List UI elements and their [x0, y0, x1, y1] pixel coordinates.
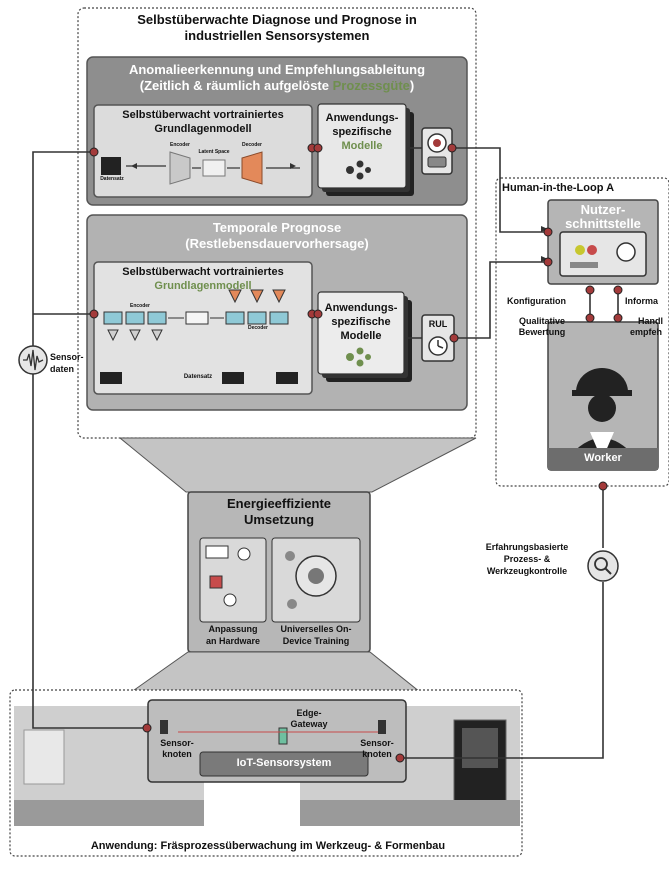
anomaly-app-models-line2: spezifische	[318, 126, 406, 139]
temporal-title-line2: (Restlebensdauervorhersage)	[87, 237, 467, 252]
funnel-top	[120, 438, 476, 492]
bottom-caption: Anwendung: Fräsprozessüberwachung im Wer…	[14, 840, 522, 853]
anomaly-foundation-title-line2: Grundlagenmodell	[94, 123, 312, 136]
temporal-dataset-label: Datensatz	[180, 374, 216, 381]
temporal-encoder-label: Encoder	[126, 304, 154, 310]
sensor-data-label-line2: daten	[50, 364, 74, 374]
sensor-data-label-line1: Sensor-	[50, 352, 84, 362]
dataset-icon	[101, 157, 121, 175]
sensor-node-left-line2: knoten	[152, 749, 202, 759]
anomaly-app-models-line3: Modelle	[318, 140, 406, 153]
info-label: Informa	[625, 296, 669, 306]
sensor-node-right-line1: Sensor-	[352, 738, 402, 748]
energy-title-line1: Energieeffiziente	[188, 497, 370, 512]
temporal-decoder-label: Decoder	[244, 326, 272, 332]
anomaly-title-line2: (Zeitlich & räumlich aufgelöste Prozessg…	[87, 79, 467, 94]
edge-gateway-label-line1: Edge-	[284, 708, 334, 718]
decoder-shape	[242, 152, 262, 184]
worker-label: Worker	[548, 452, 658, 465]
hand-label-line1: Handl	[638, 316, 669, 326]
edge-gateway-label-line2: Gateway	[284, 719, 334, 729]
iot-label: IoT-Sensorsystem	[200, 757, 368, 770]
exp-label-line3: Werkzeugkontrolle	[462, 566, 592, 576]
exp-label-line2: Prozess- &	[462, 554, 592, 564]
anomaly-foundation-title-line1: Selbstüberwacht vortrainiertes	[94, 109, 312, 122]
top-frame-title-line1: Selbstüberwachte Diagnose und Prognose i…	[78, 13, 476, 28]
hand-label-line2: empfeh	[630, 327, 669, 337]
exp-label-line1: Erfahrungsbasierte	[462, 542, 592, 552]
training-label-line2: Device Training	[272, 636, 360, 646]
anomaly-app-models-line1: Anwendungs-	[318, 112, 406, 125]
latent-box-temporal	[186, 312, 208, 324]
temporal-app-models-line1: Anwendungs-	[318, 302, 404, 315]
ui-title-line2: schnittstelle	[548, 217, 658, 232]
latent-box	[203, 160, 225, 176]
anomaly-title-line1: Anomalieerkennung und Empfehlungsableitu…	[87, 63, 467, 78]
edge-gateway-icon	[279, 728, 287, 744]
qual-label-line1: Qualitative	[507, 316, 577, 326]
sensor-node-left-line1: Sensor-	[152, 738, 202, 748]
encoder-label: Encoder	[166, 143, 194, 149]
energy-title-line2: Umsetzung	[188, 513, 370, 528]
temporal-title-line1: Temporale Prognose	[87, 221, 467, 236]
temporal-app-models-line3: Modelle	[318, 330, 404, 343]
rul-label: RUL	[422, 319, 454, 329]
dataset-label: Datensatz	[98, 177, 126, 183]
latent-label: Latent Space	[198, 150, 230, 156]
magnifier-icon	[588, 551, 618, 581]
qual-label-line2: Bewertung	[507, 327, 577, 337]
top-frame-title-line2: industriellen Sensorsystemen	[78, 29, 476, 44]
temporal-foundation-title-line2: Grundlagenmodell	[94, 280, 312, 293]
hardware-label-line1: Anpassung	[196, 624, 270, 634]
training-label-line1: Universelles On-	[272, 624, 360, 634]
hardware-label-line2: an Hardware	[196, 636, 270, 646]
config-label: Konfiguration	[507, 296, 566, 306]
temporal-app-models-line2: spezifische	[318, 316, 404, 329]
encoder-shape	[170, 152, 190, 184]
decoder-label: Decoder	[236, 143, 268, 149]
temporal-foundation-title-line1: Selbstüberwacht vortrainiertes	[94, 266, 312, 279]
hitl-title: Human-in-the-Loop A	[502, 182, 668, 195]
